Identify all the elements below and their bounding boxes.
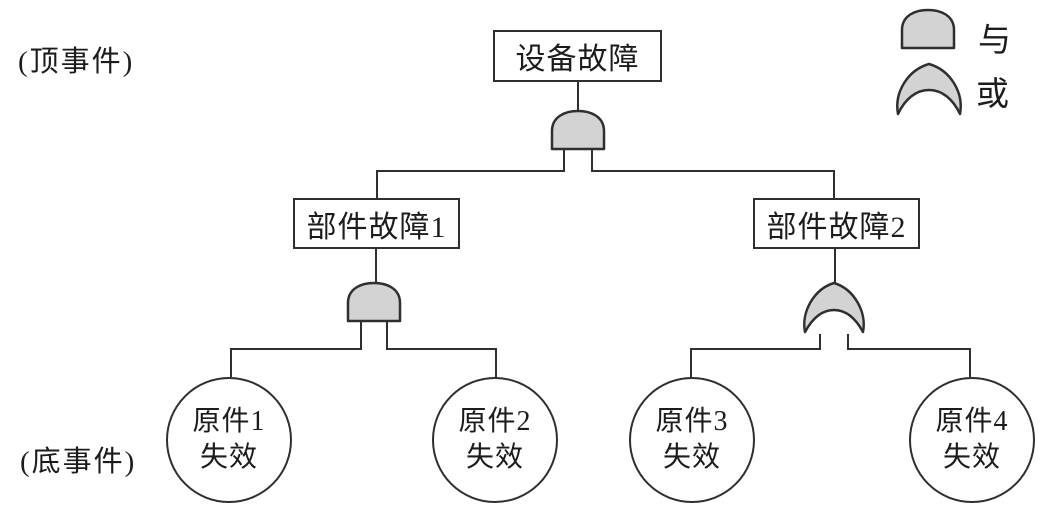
top-event-annotation: (顶事件): [18, 46, 135, 78]
connector-line: [376, 149, 565, 198]
legend-and-gate-icon: [900, 8, 956, 50]
bottom-event-annotation: (底事件): [20, 446, 137, 478]
top-event-box: 设备故障: [493, 30, 662, 82]
connector-line: [591, 149, 835, 198]
connector-line: [690, 334, 821, 377]
and-gate-icon: [550, 109, 606, 151]
connector-line: [847, 334, 971, 377]
basic-event-circle-2: 原件2 失效: [432, 377, 558, 503]
basic-event-circle-4: 原件4 失效: [909, 377, 1035, 503]
basic-event-label: 失效: [199, 442, 258, 473]
legend-and-label: 与: [978, 23, 1011, 59]
and-gate-icon: [346, 281, 402, 323]
basic-event-circle-1: 原件1 失效: [166, 377, 292, 503]
basic-event-circle-3: 原件3 失效: [629, 377, 755, 503]
basic-event-label: 原件2: [458, 406, 532, 437]
basic-event-label: 失效: [662, 442, 721, 473]
basic-event-label: 失效: [465, 442, 524, 473]
intermediate-event-box-1: 部件故障1: [293, 198, 460, 249]
intermediate-event-box-2: 部件故障2: [753, 198, 920, 249]
connector-line: [386, 321, 497, 377]
connector-line: [230, 321, 362, 377]
basic-event-label: 原件1: [192, 406, 266, 437]
basic-event-label: 失效: [942, 442, 1001, 473]
legend-or-label: 或: [976, 77, 1009, 113]
basic-event-label: 原件3: [655, 406, 729, 437]
legend-or-gate-icon: [896, 62, 962, 116]
basic-event-label: 原件4: [935, 406, 1009, 437]
or-gate-icon: [803, 281, 865, 334]
